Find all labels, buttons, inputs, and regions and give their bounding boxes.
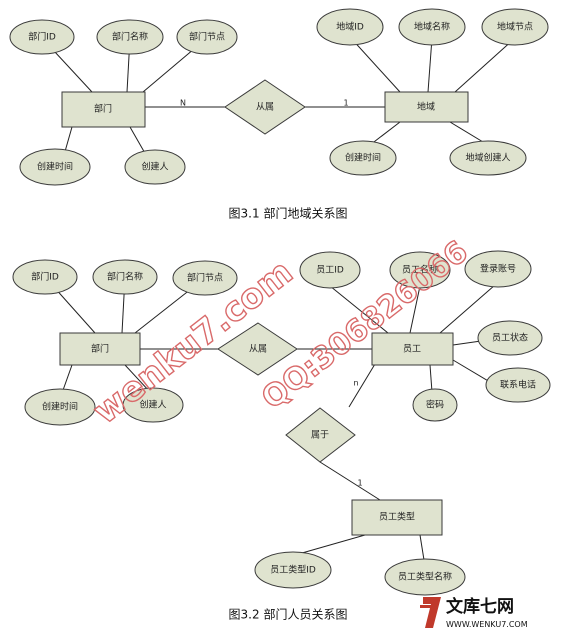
attr-emp-type-id: 员工类型ID	[254, 551, 332, 589]
attr-dept-creator: 创建人	[124, 149, 186, 185]
entity-dept: 部门	[61, 91, 146, 128]
connector	[429, 364, 433, 393]
svg-text:员工类型: 员工类型	[379, 511, 415, 523]
attr-emp-status: 员工状态	[477, 320, 543, 356]
watermark-qq: QQ:306826066	[255, 234, 474, 416]
svg-text:员工类型ID: 员工类型ID	[270, 564, 316, 576]
svg-text:地域节点: 地域节点	[497, 21, 533, 33]
svg-text:从属: 从属	[256, 102, 274, 113]
svg-text:员工: 员工	[403, 344, 421, 355]
attr-region-id: 地域ID	[316, 8, 384, 46]
caption-fig-3-1: 图3.1 部门地域关系图	[229, 206, 348, 221]
attr-phone: 联系电话	[485, 367, 551, 403]
svg-text:员工ID: 员工ID	[316, 265, 344, 276]
svg-text:地域创建人: 地域创建人	[465, 152, 510, 164]
attr-dept-node-2: 部门节点	[172, 260, 238, 296]
connector	[454, 37, 516, 93]
svg-text:创建人: 创建人	[139, 399, 166, 411]
svg-text:属于: 属于	[311, 430, 329, 441]
connector	[329, 285, 389, 334]
cardinality-n: N	[180, 99, 186, 108]
svg-text:创建时间: 创建时间	[345, 152, 381, 164]
svg-text:创建人: 创建人	[141, 161, 168, 173]
svg-text:地域: 地域	[417, 101, 435, 113]
connector	[439, 284, 496, 334]
svg-text:员工名称: 员工名称	[402, 264, 438, 276]
svg-text:部门: 部门	[91, 343, 109, 355]
entity-dept-2: 部门	[59, 332, 141, 366]
relationship-belongs-2: 从属	[217, 322, 298, 376]
attr-emp-name: 员工名称	[389, 251, 451, 289]
attr-dept-created-time-2: 创建时间	[24, 388, 96, 426]
svg-text:员工类型名称: 员工类型名称	[398, 571, 452, 583]
site-logo: 文库七网 WWW.WENKU7.COM	[420, 596, 528, 629]
caption-fig-3-2: 图3.2 部门人员关系图	[229, 607, 348, 622]
svg-text:登录账号: 登录账号	[480, 264, 516, 275]
relationship-of-type: 属于	[285, 407, 356, 463]
connector	[427, 37, 433, 93]
attr-dept-name-2: 部门名称	[92, 259, 158, 295]
cardinality-1: 1	[343, 99, 348, 108]
attr-region-creator: 地域创建人	[449, 140, 527, 176]
attr-region-name: 地域名称	[398, 8, 466, 46]
svg-text:密码: 密码	[426, 399, 444, 411]
relationship-belongs: 从属	[224, 79, 306, 135]
connector	[124, 364, 151, 393]
attr-emp-id: 员工ID	[299, 251, 361, 289]
attr-dept-id: 部门ID	[9, 19, 75, 55]
svg-text:部门ID: 部门ID	[28, 31, 56, 43]
svg-text:创建时间: 创建时间	[37, 161, 73, 173]
svg-text:部门节点: 部门节点	[187, 272, 223, 284]
svg-text:联系电话: 联系电话	[500, 379, 536, 391]
connector	[319, 461, 381, 501]
attr-dept-name: 部门名称	[96, 19, 164, 55]
svg-text:员工状态: 员工状态	[492, 332, 528, 344]
connector	[349, 36, 401, 93]
connector	[61, 364, 73, 394]
svg-text:地域名称: 地域名称	[414, 21, 450, 33]
svg-text:从属: 从属	[249, 344, 267, 355]
connector	[419, 534, 425, 561]
diagram-dept-region: 部门ID 部门名称 部门节点 创建时间 创建人 部门 从属 N 1	[9, 8, 549, 221]
svg-text:部门节点: 部门节点	[189, 31, 225, 43]
svg-text:部门名称: 部门名称	[112, 31, 148, 43]
connector	[409, 285, 421, 334]
attr-dept-creator-2: 创建人	[122, 387, 184, 423]
attr-region-node: 地域节点	[481, 8, 549, 46]
connector	[348, 363, 376, 408]
logo-url: WWW.WENKU7.COM	[446, 620, 528, 629]
logo-mark-icon	[423, 597, 441, 628]
svg-text:地域ID: 地域ID	[336, 21, 364, 33]
cardinality-n-2: n	[353, 379, 358, 388]
attr-password: 密码	[412, 388, 458, 422]
entity-employee: 员工	[371, 332, 454, 366]
connector	[369, 121, 401, 146]
svg-text:创建时间: 创建时间	[42, 401, 78, 413]
connector	[294, 534, 366, 556]
logo-name: 文库七网	[446, 596, 514, 617]
attr-dept-id-2: 部门ID	[12, 259, 78, 295]
svg-text:部门: 部门	[94, 103, 112, 115]
attr-dept-created-time: 创建时间	[19, 148, 91, 186]
svg-text:部门名称: 部门名称	[107, 271, 143, 283]
attr-region-created-time: 创建时间	[329, 140, 397, 176]
diagram-dept-employee: 部门ID 部门名称 部门节点 创建时间 创建人 部门 从属 员工	[12, 250, 551, 622]
entity-region: 地域	[384, 91, 469, 123]
attr-emp-type-name: 员工类型名称	[384, 558, 466, 596]
svg-text:部门ID: 部门ID	[31, 271, 59, 283]
entity-emp-type: 员工类型	[351, 499, 443, 536]
attr-dept-node: 部门节点	[176, 19, 238, 55]
cardinality-1-2: 1	[357, 479, 362, 488]
attr-login-account: 登录账号	[464, 250, 532, 288]
